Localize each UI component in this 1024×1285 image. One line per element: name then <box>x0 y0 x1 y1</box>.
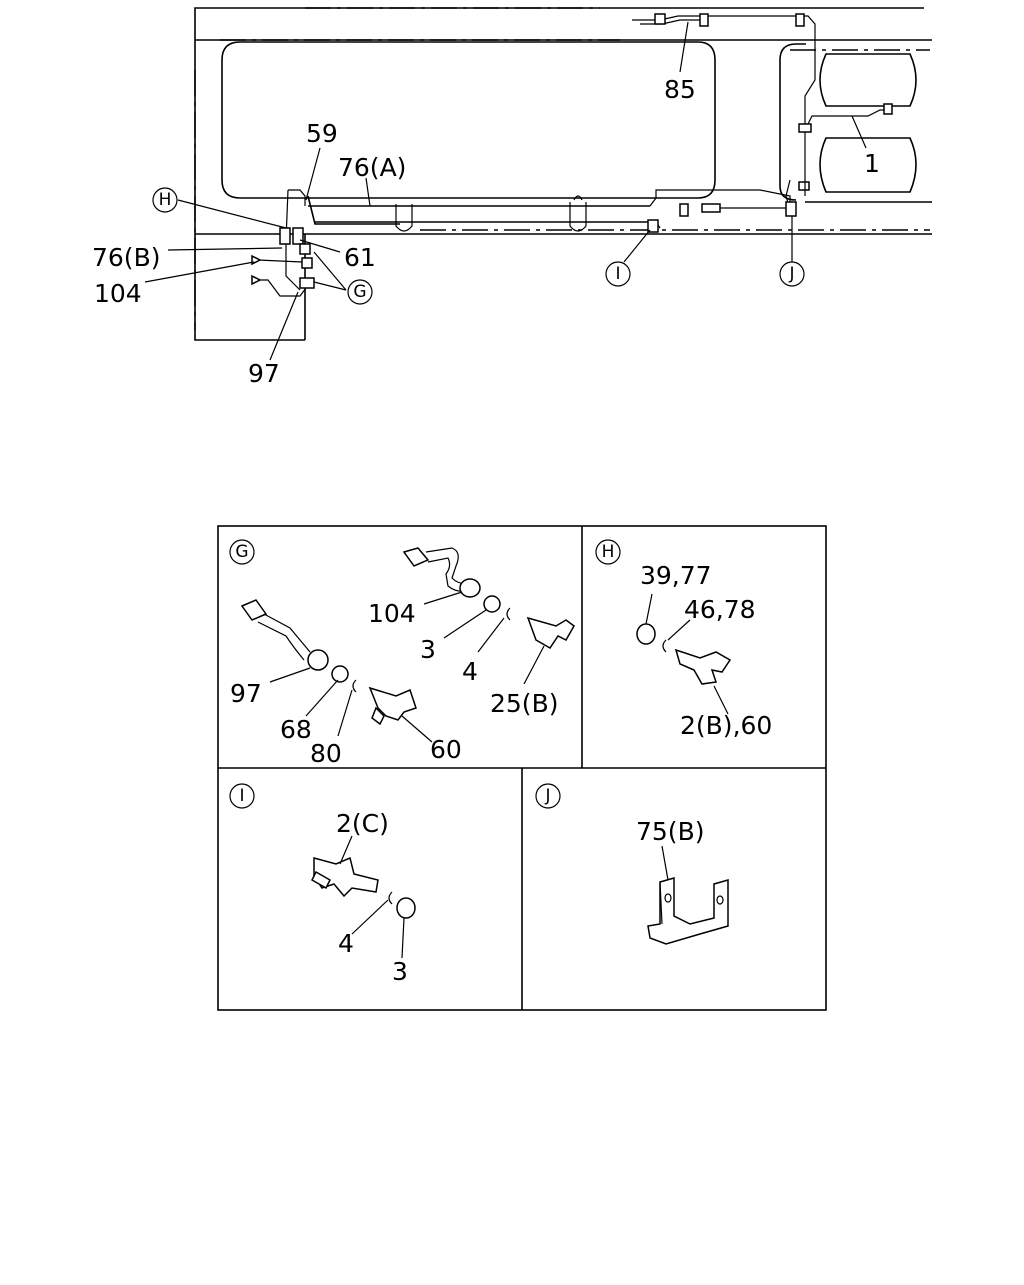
h-label-2b60: 2(B),60 <box>680 711 772 740</box>
marker-g-top: G <box>347 279 373 305</box>
detail-panel-i: I <box>229 783 416 959</box>
h-label-4678: 46,78 <box>684 595 756 624</box>
marker-j-top: J <box>779 261 805 287</box>
svg-text:I: I <box>239 786 244 806</box>
detail-panel-h: H <box>595 539 732 715</box>
top-view-leaders <box>144 21 867 361</box>
svg-text:H: H <box>602 542 615 562</box>
label-97: 97 <box>248 359 280 388</box>
g-label-97: 97 <box>230 679 262 708</box>
marker-j-panel: J <box>535 783 561 809</box>
g-label-25b: 25(B) <box>490 689 558 718</box>
detail-panel-g: G <box>229 539 575 743</box>
svg-text:J: J <box>788 264 794 284</box>
g-label-68: 68 <box>280 715 312 744</box>
svg-text:H: H <box>159 190 172 210</box>
marker-i-top: I <box>605 261 631 287</box>
svg-text:G: G <box>235 542 248 562</box>
svg-text:J: J <box>544 786 550 806</box>
marker-g-panel: G <box>229 539 255 565</box>
svg-text:I: I <box>615 264 620 284</box>
i-label-3: 3 <box>392 957 408 986</box>
label-61: 61 <box>344 243 376 272</box>
j-label-75b: 75(B) <box>636 817 704 846</box>
marker-i-panel: I <box>229 783 255 809</box>
marker-h-panel: H <box>595 539 621 565</box>
g-label-4: 4 <box>462 657 478 686</box>
h-label-3977: 39,77 <box>640 561 712 590</box>
detail-panels-frame <box>217 525 827 1011</box>
g-label-3: 3 <box>420 635 436 664</box>
g-label-80: 80 <box>310 739 342 768</box>
i-label-4: 4 <box>338 929 354 958</box>
label-76a: 76(A) <box>338 153 406 182</box>
label-104: 104 <box>94 279 142 308</box>
detail-panel-j: J <box>535 783 729 945</box>
top-view-pipes <box>251 13 893 297</box>
svg-text:G: G <box>353 282 366 302</box>
label-1: 1 <box>864 149 880 178</box>
marker-h-top: H <box>152 187 178 213</box>
top-view-frame <box>194 7 932 341</box>
label-76b: 76(B) <box>92 243 160 272</box>
label-59: 59 <box>306 119 338 148</box>
g-label-104: 104 <box>368 599 416 628</box>
i-label-2c: 2(C) <box>336 809 389 838</box>
label-85: 85 <box>664 75 696 104</box>
g-label-60: 60 <box>430 735 462 764</box>
